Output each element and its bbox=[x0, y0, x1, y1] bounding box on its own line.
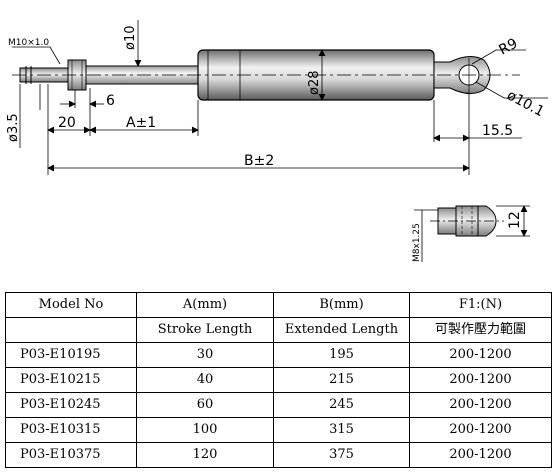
gas-spring-drawing: M10×1.0 ø10 ø28 ø3.5 R9 ø10.1 20 6 A±1 B… bbox=[6, 20, 548, 262]
eye-radius-label: R9 bbox=[496, 36, 520, 59]
cell-a: 120 bbox=[136, 442, 274, 468]
cell-b: 195 bbox=[273, 342, 410, 368]
detail-thread-label: M8x1.25 bbox=[412, 223, 422, 262]
table-header-row: Model No A(mm) B(mm) F1:(N) bbox=[5, 292, 552, 318]
dim-a-label: A±1 bbox=[126, 115, 156, 131]
cell-model: P03-E10245 bbox=[5, 392, 137, 418]
dimension-lines bbox=[12, 20, 548, 175]
dim-6-label: 6 bbox=[106, 93, 115, 109]
cell-b: 245 bbox=[273, 392, 410, 418]
header-b: B(mm) bbox=[273, 292, 410, 318]
cell-model: P03-E10315 bbox=[5, 417, 137, 443]
subheader-a: Stroke Length bbox=[136, 317, 274, 343]
cell-f1: 200-1200 bbox=[409, 367, 552, 393]
cell-a: 100 bbox=[136, 417, 274, 443]
dim-b-label: B±2 bbox=[244, 153, 274, 169]
subheader-b: Extended Length bbox=[273, 317, 410, 343]
table-row: P03-E10315 100 315 200-1200 bbox=[5, 417, 552, 443]
cell-b: 315 bbox=[273, 417, 410, 443]
cell-model: P03-E10375 bbox=[5, 442, 137, 468]
detail-view: M8x1.25 12 bbox=[412, 205, 530, 262]
end-diameter-label: ø3.5 bbox=[6, 113, 21, 142]
table-row: P03-E10215 40 215 200-1200 bbox=[5, 367, 552, 393]
cell-f1: 200-1200 bbox=[409, 417, 552, 443]
cell-f1: 200-1200 bbox=[409, 392, 552, 418]
gas-spring-body bbox=[12, 49, 520, 101]
subheader-model bbox=[5, 317, 137, 343]
spec-table: Model No A(mm) B(mm) F1:(N) Stroke Lengt… bbox=[5, 292, 552, 468]
cell-model: P03-E10195 bbox=[5, 342, 137, 368]
detail-12-label: 12 bbox=[507, 211, 523, 229]
cell-a: 30 bbox=[136, 342, 274, 368]
dim-20-label: 20 bbox=[58, 115, 76, 131]
header-a: A(mm) bbox=[136, 292, 274, 318]
cell-b: 375 bbox=[273, 442, 410, 468]
header-f1: F1:(N) bbox=[409, 292, 552, 318]
cell-a: 60 bbox=[136, 392, 274, 418]
cell-f1: 200-1200 bbox=[409, 342, 552, 368]
table-row: P03-E10195 30 195 200-1200 bbox=[5, 342, 552, 368]
tube-diameter-label: ø28 bbox=[307, 71, 322, 96]
cell-model: P03-E10215 bbox=[5, 367, 137, 393]
cell-a: 40 bbox=[136, 367, 274, 393]
rod-diameter-label: ø10 bbox=[123, 26, 138, 51]
table-subheader-row: Stroke Length Extended Length 可製作壓力範圍 bbox=[5, 317, 552, 343]
cell-b: 215 bbox=[273, 367, 410, 393]
thread-label: M10×1.0 bbox=[8, 38, 49, 48]
subheader-f1: 可製作壓力範圍 bbox=[409, 317, 552, 343]
dim-15-5-label: 15.5 bbox=[482, 123, 513, 139]
eye-hole-label: ø10.1 bbox=[504, 87, 547, 120]
header-model: Model No bbox=[5, 292, 137, 318]
cell-f1: 200-1200 bbox=[409, 442, 552, 468]
table-row: P03-E10375 120 375 200-1200 bbox=[5, 442, 552, 468]
table-row: P03-E10245 60 245 200-1200 bbox=[5, 392, 552, 418]
